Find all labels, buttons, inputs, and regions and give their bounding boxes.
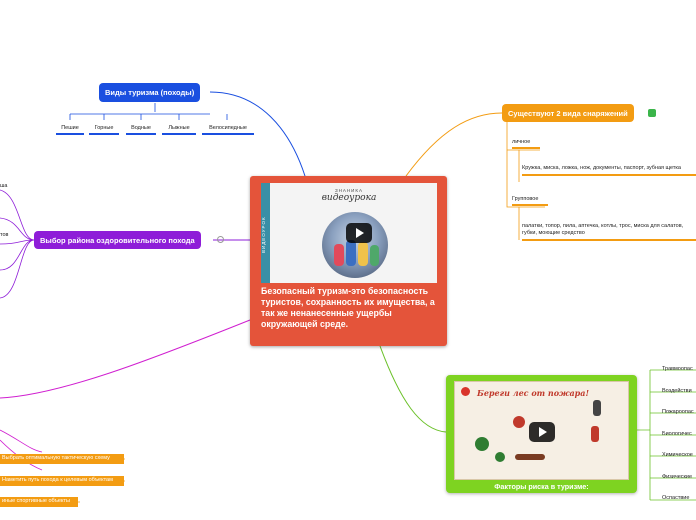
- tactics-item-label: иные спортивные объекты: [2, 498, 70, 504]
- video-side-strip: ВИДЕОУРОК: [261, 183, 270, 283]
- person-icon: [591, 426, 599, 442]
- center-video-thumbnail[interactable]: ВИДЕОУРОК ЗНАНИКА видеоурока: [261, 183, 437, 283]
- risk-title: Факторы риска в туризме:: [494, 482, 589, 491]
- equipment-title[interactable]: Существуют 2 вида снаряжений: [502, 104, 634, 122]
- play-button-icon[interactable]: [346, 223, 372, 243]
- collapse-toggle-icon[interactable]: [217, 236, 224, 243]
- central-topic[interactable]: ВИДЕОУРОК ЗНАНИКА видеоурока Безопасный …: [250, 176, 447, 346]
- risk-item[interactable]: Биологичес: [662, 431, 692, 437]
- risk-item-label: Травмоопас: [662, 366, 693, 372]
- types-item[interactable]: Водные: [126, 125, 156, 135]
- center-text: Безопасный туризм-это безопасность турис…: [261, 286, 435, 329]
- risk-item[interactable]: Воздействи: [662, 388, 692, 394]
- risk-video-caption: Береги лес от пожара!: [477, 388, 589, 398]
- equipment-personal[interactable]: личное: [512, 139, 540, 149]
- equipment-personal-label: личное: [512, 139, 531, 145]
- types-item-label: Горные: [94, 125, 114, 131]
- equipment-group[interactable]: Групповое: [512, 196, 548, 206]
- tactics-item-label: Выбрать оптимальную тактическую схему: [2, 455, 110, 461]
- district-cut-label-text: тов: [0, 232, 9, 238]
- district-cut-label: тов: [0, 232, 8, 238]
- log-icon: [515, 454, 545, 460]
- risk-item[interactable]: Травмоопас: [662, 366, 693, 372]
- person-icon: [593, 400, 601, 416]
- link-icon[interactable]: [648, 109, 656, 117]
- risk-item-label: Химическое: [662, 452, 693, 458]
- types-item-label: Пешие: [61, 125, 79, 131]
- types-item-label: Велосипедные: [209, 125, 247, 131]
- risk-topic[interactable]: Береги лес от пожара! Факторы риска в ту…: [446, 375, 637, 493]
- types-title-label: Виды туризма (походы): [105, 88, 195, 97]
- risk-item-label: Оспаствие: [662, 495, 690, 501]
- district-title-label: Выбор района оздоровительного похода: [40, 235, 195, 245]
- video-brand-name: видеоурока: [321, 193, 377, 203]
- risk-item[interactable]: Физические: [662, 474, 692, 480]
- risk-item[interactable]: Пожароопас: [662, 409, 694, 415]
- tree-icon: [495, 452, 505, 462]
- video-brand: ЗНАНИКА видеоурока: [261, 188, 437, 203]
- types-title[interactable]: Виды туризма (походы): [99, 83, 201, 102]
- district-cut-label: ша: [0, 183, 7, 189]
- video-side-strip-text: ВИДЕОУРОК: [261, 216, 266, 253]
- equipment-personal-detail[interactable]: Кружка, миска, ложка, нож, документы, па…: [522, 165, 696, 176]
- equipment-personal-detail-label: Кружка, миска, ложка, нож, документы, па…: [522, 165, 681, 171]
- risk-item[interactable]: Химическое: [662, 452, 693, 458]
- equipment-group-detail[interactable]: палатки, топор, пила, аптечка, котлы, тр…: [522, 223, 696, 241]
- tactics-item[interactable]: Выбрать оптимальную тактическую схему: [0, 454, 124, 464]
- types-item[interactable]: Велосипедные: [202, 125, 254, 135]
- equipment-group-detail-label: палатки, топор, пила, аптечка, котлы, тр…: [522, 223, 684, 236]
- risk-item-label: Физические: [662, 474, 693, 480]
- district-cut-label-text: ша: [0, 183, 8, 189]
- video-photo: [322, 212, 388, 278]
- equipment-group-label: Групповое: [512, 196, 539, 202]
- warning-sign-icon: [461, 387, 470, 396]
- risk-item-label: Воздействи: [662, 388, 692, 394]
- fire-icon: [513, 416, 525, 428]
- tree-icon: [475, 437, 489, 451]
- tactics-item-label: Наметить путь похода к целевым объектам: [2, 477, 113, 483]
- types-item[interactable]: Пешие: [56, 125, 84, 135]
- play-button-icon[interactable]: [529, 422, 555, 442]
- types-item-label: Лыжные: [168, 125, 190, 131]
- risk-item-label: Пожароопас: [662, 409, 694, 415]
- equipment-title-label: Существуют 2 вида снаряжений: [508, 108, 628, 118]
- risk-video-thumbnail[interactable]: Береги лес от пожара!: [454, 381, 629, 480]
- district-title[interactable]: Выбор района оздоровительного похода: [34, 231, 201, 249]
- types-item[interactable]: Лыжные: [162, 125, 196, 135]
- risk-item[interactable]: Оспаствие: [662, 495, 689, 501]
- tactics-item[interactable]: иные спортивные объекты: [0, 497, 78, 507]
- tactics-item[interactable]: Наметить путь похода к целевым объектам: [0, 476, 124, 486]
- video-brand-top: ЗНАНИКА: [334, 188, 364, 193]
- risk-item-label: Биологичес: [662, 431, 692, 437]
- types-item[interactable]: Горные: [89, 125, 119, 135]
- types-item-label: Водные: [131, 125, 151, 131]
